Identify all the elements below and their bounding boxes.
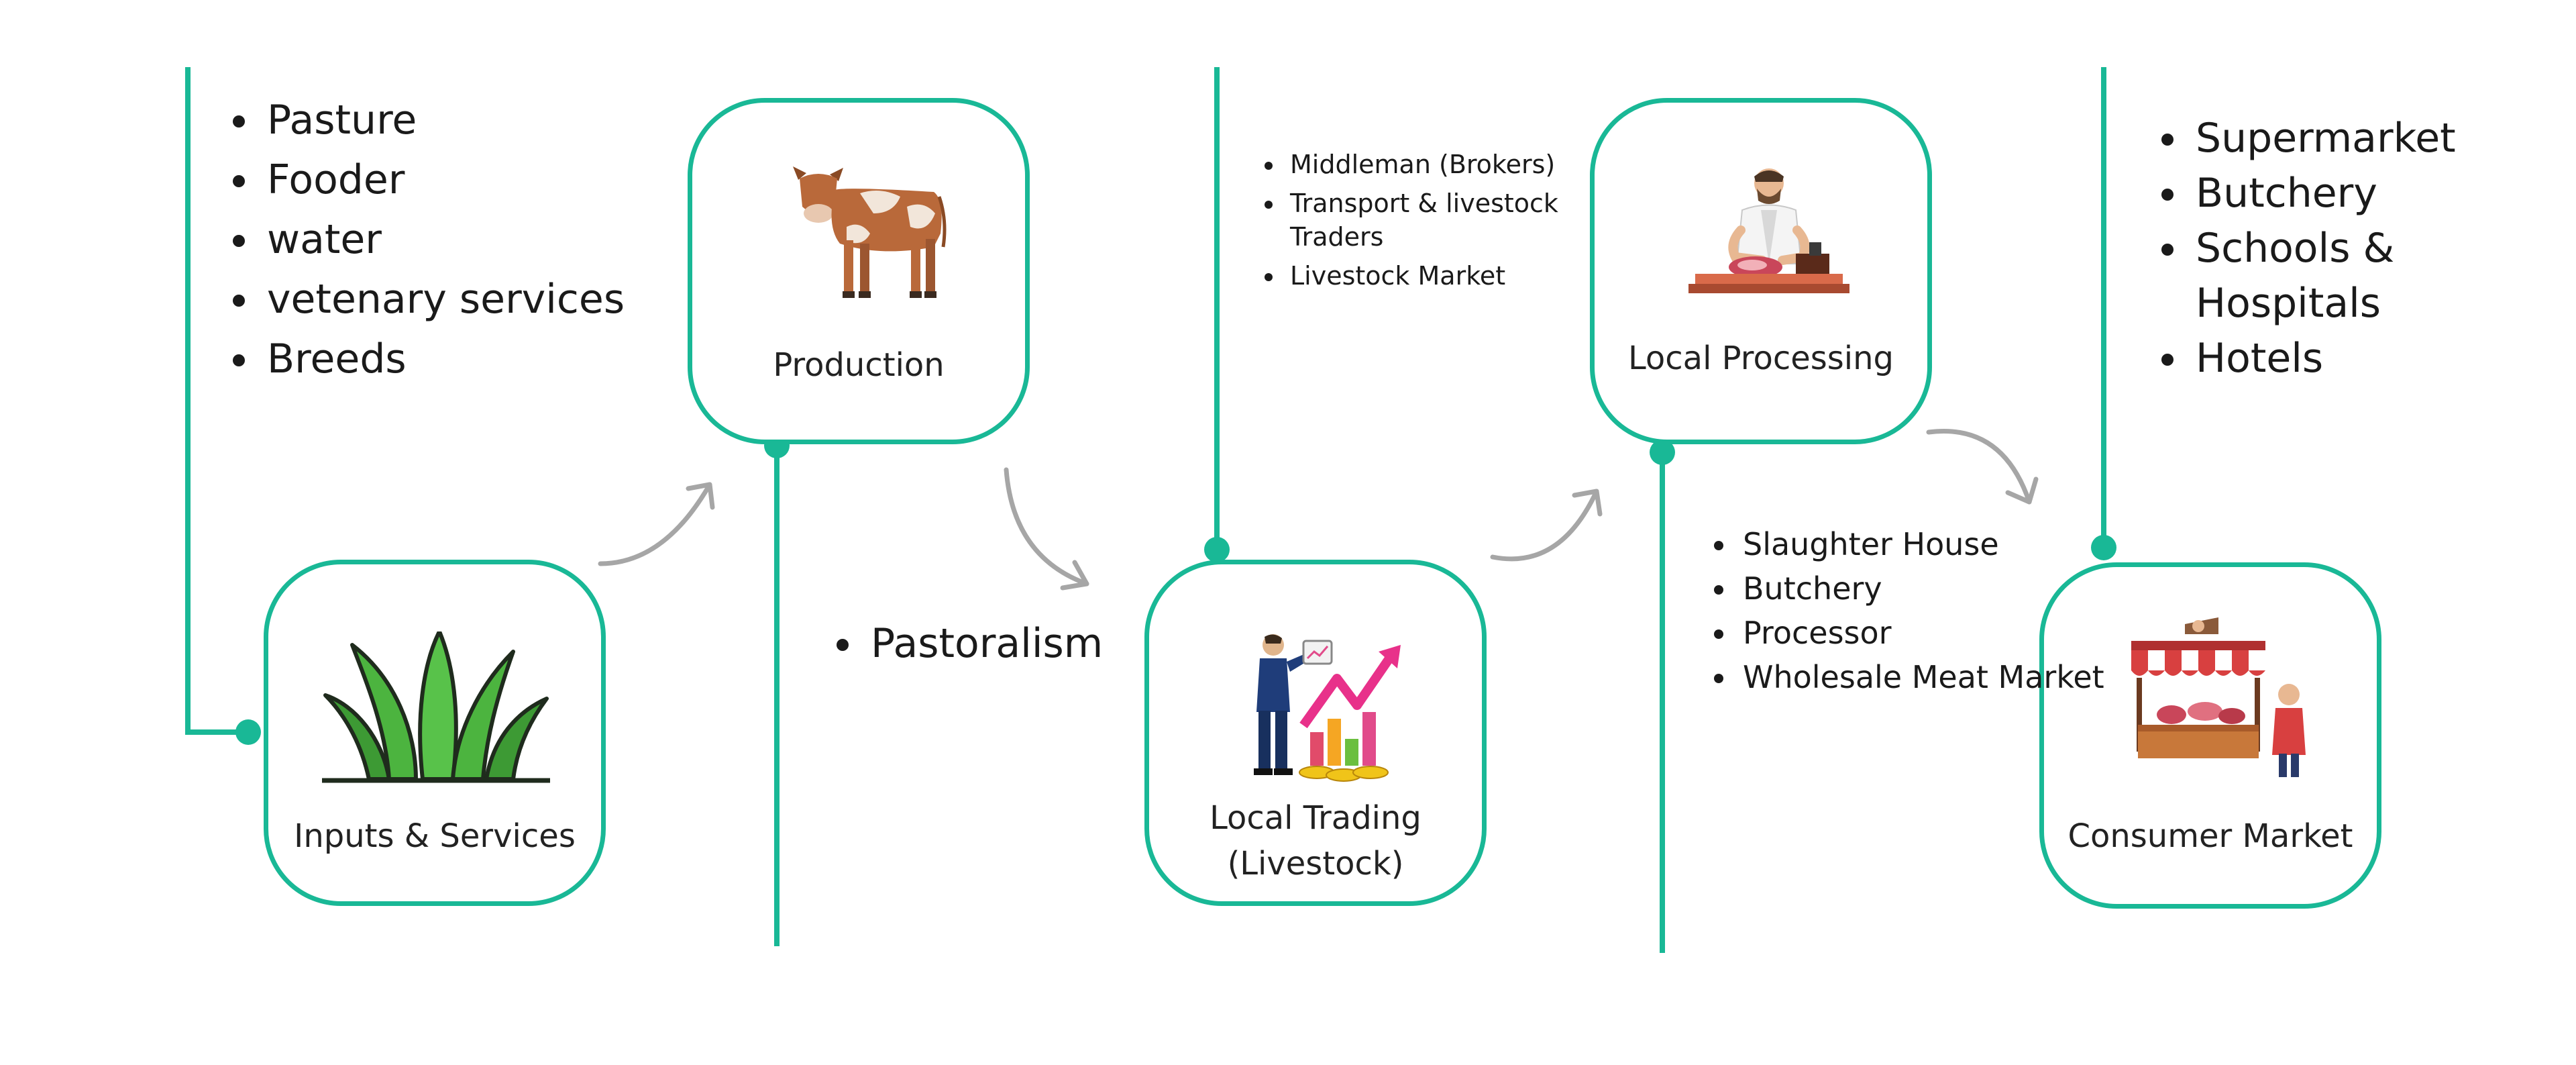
flow-arrow-4 xyxy=(1926,429,2039,505)
connector-dot-consumer xyxy=(2091,535,2116,560)
list-item: Schools & Hospitals xyxy=(2190,221,2485,331)
connector-inputs-horizontal xyxy=(185,729,252,735)
market-stall-icon xyxy=(2131,617,2306,777)
list-item: water xyxy=(262,210,625,270)
node-inputs-label: Inputs & Services xyxy=(294,817,576,855)
grass-icon xyxy=(322,631,550,783)
connector-dot-inputs xyxy=(235,719,261,745)
connector-production xyxy=(774,446,780,946)
list-item: Breeds xyxy=(262,329,625,389)
butcher-icon xyxy=(1688,168,1849,293)
list-processing: Slaughter House Butchery Processor Whole… xyxy=(1697,522,2113,699)
node-trading-label-line2: (Livestock) xyxy=(1227,845,1404,882)
node-processing-label: Local Processing xyxy=(1628,340,1894,377)
list-item: vetenary services xyxy=(262,270,625,329)
list-item: Fooder xyxy=(262,150,625,210)
cow-icon xyxy=(793,166,947,298)
connector-dot-trading xyxy=(1204,537,1230,562)
list-inputs: Pasture Fooder water vetenary services B… xyxy=(221,91,625,389)
connector-inputs-vertical xyxy=(185,67,191,735)
flow-arrow-3 xyxy=(1490,489,1603,562)
node-production: Production xyxy=(688,98,1030,444)
connector-processing xyxy=(1660,453,1665,953)
node-consumer-market: Consumer Market xyxy=(2039,562,2381,909)
trader-chart-icon xyxy=(1254,634,1401,782)
list-item: Livestock Market xyxy=(1285,259,1647,293)
node-local-processing: Local Processing xyxy=(1590,98,1932,444)
node-inputs-services: Inputs & Services xyxy=(264,560,606,906)
list-item: Processor xyxy=(1737,611,2113,655)
connector-trading xyxy=(1214,67,1220,550)
list-item: Transport & livestock Traders xyxy=(1285,187,1647,254)
list-consumer: Supermarket Butchery Schools & Hospitals… xyxy=(2150,111,2485,386)
node-production-label: Production xyxy=(773,346,945,384)
list-item: Butchery xyxy=(1737,566,2113,611)
list-item: Butchery xyxy=(2190,166,2485,221)
list-production: Pastoralism xyxy=(825,614,1103,674)
node-local-trading: Local Trading (Livestock) xyxy=(1144,560,1487,906)
list-item: Supermarket xyxy=(2190,111,2485,166)
node-trading-label-line1: Local Trading xyxy=(1210,799,1421,837)
flow-arrow-2 xyxy=(1004,467,1089,591)
list-item: Hotels xyxy=(2190,331,2485,386)
list-item: Slaughter House xyxy=(1737,522,2113,566)
connector-consumer xyxy=(2101,67,2106,550)
list-item: Middleman (Brokers) xyxy=(1285,148,1647,181)
list-item: Wholesale Meat Market xyxy=(1737,655,2113,699)
list-trading: Middleman (Brokers) Transport & livestoc… xyxy=(1244,148,1647,293)
flow-arrow-1 xyxy=(598,482,715,566)
list-item: Pasture xyxy=(262,91,625,150)
node-consumer-label: Consumer Market xyxy=(2068,817,2353,855)
list-item: Pastoralism xyxy=(865,614,1103,674)
